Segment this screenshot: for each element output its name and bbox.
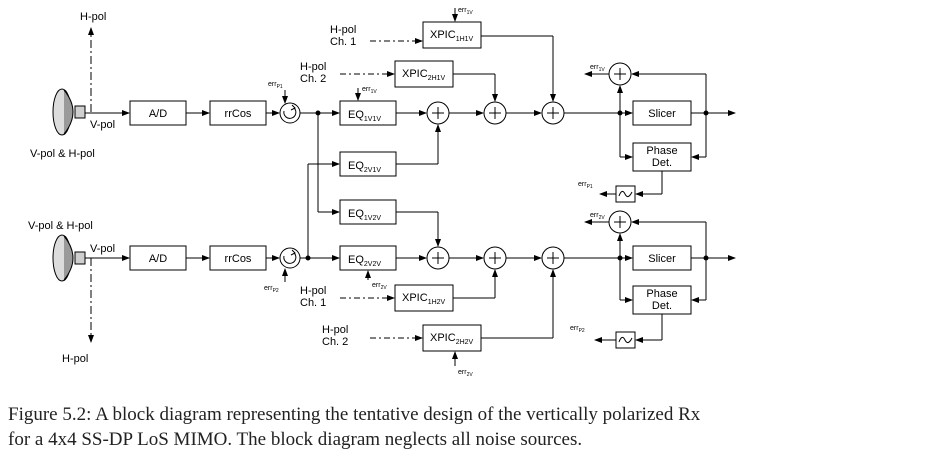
xpic-2h1v-block: [394, 60, 454, 88]
vpol-top-label: V-pol: [90, 119, 115, 131]
xpic-2h2v-text: XPIC2H2V: [430, 332, 474, 346]
err-1v-label: err1V: [590, 64, 605, 73]
ad-block-bottom: [129, 245, 187, 271]
hpol-ch1-bottom-b: Ch. 1: [300, 297, 326, 309]
hpol-top-label: H-pol: [80, 11, 106, 23]
slicer-block-top: [632, 100, 692, 126]
dish-antenna-icon: [52, 234, 86, 282]
vh-bottom-label: V-pol & H-pol: [28, 220, 93, 232]
ad-top-text: A/D: [149, 108, 167, 120]
xpic-1h2v-text: XPIC1H2V: [402, 292, 446, 306]
vpol-bottom-label: V-pol: [90, 243, 115, 255]
phase-top-text: Phase: [646, 145, 677, 157]
hpol-ch2-bottom: H-pol: [322, 324, 348, 336]
figure-caption: Figure 5.2: A block diagram representing…: [8, 402, 938, 452]
det-bottom-text: Det.: [652, 300, 672, 312]
caption-line-2: for a 4x4 SS-DP LoS MIMO. The block diag…: [8, 429, 583, 450]
vh-top-label: V-pol & H-pol: [30, 148, 95, 160]
err-p1-label: errP1: [268, 81, 283, 90]
hpol-ch1-bottom: H-pol: [300, 285, 326, 297]
dish-antenna-icon: [52, 88, 86, 136]
eq-2v1v-text: EQ2V1V: [348, 160, 381, 174]
eq-1v1v-text: EQ1V1V: [348, 109, 381, 123]
xpic-1h1v-block: [422, 21, 482, 49]
err-2v-label: err2V: [458, 369, 473, 378]
hpol-ch2-top-b: Ch. 2: [300, 73, 326, 85]
slicer-bottom-text: Slicer: [648, 253, 676, 265]
ad-block-top: [129, 100, 187, 126]
err-1v-label: err1V: [458, 7, 473, 16]
eq-1v2v-text: EQ1V2V: [348, 208, 381, 222]
rrcos-block-bottom: [209, 245, 267, 271]
det-top-text: Det.: [652, 157, 672, 169]
err-1v-label: err1V: [362, 86, 377, 95]
hpol-ch1-top: H-pol: [330, 24, 356, 36]
phase-bottom-text: Phase: [646, 288, 677, 300]
eq-2v2v-text: EQ2V2V: [348, 254, 381, 268]
err-p2-label: errP2: [264, 285, 279, 294]
rotator-icon: [279, 247, 301, 269]
hpol-ch1-top-b: Ch. 1: [330, 36, 356, 48]
hpol-bottom-label: H-pol: [62, 353, 88, 365]
slicer-top-text: Slicer: [648, 108, 676, 120]
err-2v-label: err2V: [372, 282, 387, 291]
phase-det-block-bottom: [632, 285, 692, 315]
rrcos-top-text: rrCos: [225, 108, 252, 120]
rrcos-block-top: [209, 100, 267, 126]
hpol-ch2-top: H-pol: [300, 61, 326, 73]
slicer-block-bottom: [632, 245, 692, 271]
phase-det-block-top: [632, 142, 692, 172]
caption-line-1: Figure 5.2: A block diagram representing…: [8, 404, 701, 425]
xpic-2h1v-text: XPIC2H1V: [402, 68, 446, 82]
rotator-icon: [279, 102, 301, 124]
err-2v-label: err2V: [590, 212, 605, 221]
eq-1v2v-block: [339, 199, 397, 225]
xpic-2h2v-block: [422, 324, 482, 352]
err-p2-label: errP2: [570, 325, 585, 334]
rrcos-bottom-text: rrCos: [225, 253, 252, 265]
ad-bottom-text: A/D: [149, 253, 167, 265]
hpol-ch2-bottom-b: Ch. 2: [322, 336, 348, 348]
eq-1v1v-block: [339, 100, 397, 126]
xpic-1h1v-text: XPIC1H1V: [430, 29, 474, 43]
err-p1-label: errP1: [578, 181, 593, 190]
